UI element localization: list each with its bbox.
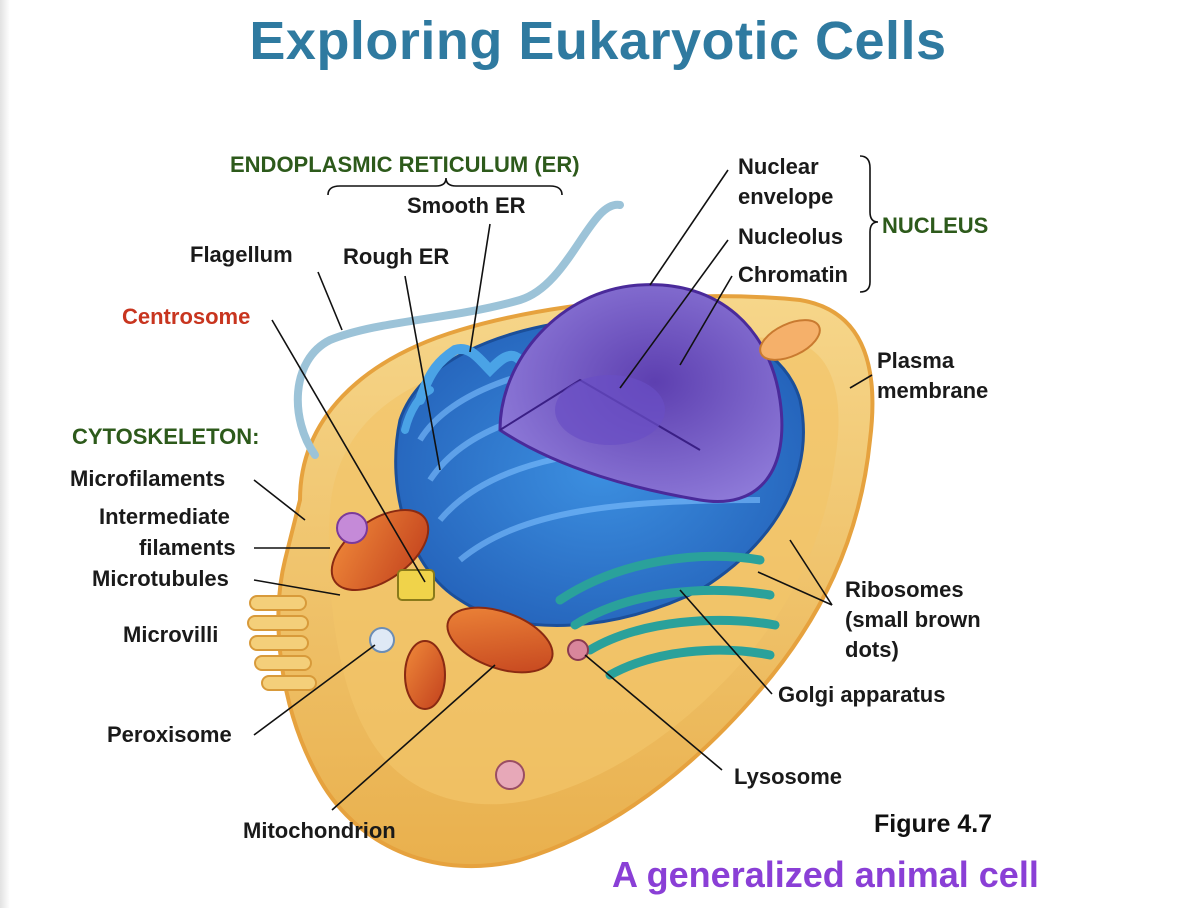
plasma-membrane-label-line1: Plasma (877, 348, 955, 373)
organelles (336, 319, 821, 790)
microvilli-label: Microvilli (123, 622, 218, 647)
mitochondrion-shape (330, 509, 554, 710)
flagellum-shape (293, 200, 624, 459)
intermediate-filaments-label-line2: filaments (139, 535, 236, 560)
flagellum-label: Flagellum (190, 242, 293, 267)
figure-caption: A generalized animal cell (612, 854, 1039, 895)
lysosome-label: Lysosome (734, 764, 842, 789)
nuclear-envelope-label-line1: Nuclear (738, 154, 819, 179)
intermediate-filaments-label-line1: Intermediate (99, 504, 230, 529)
lysosome-shape (567, 639, 589, 661)
plasma-membrane-label-line2: membrane (877, 378, 988, 403)
vesicle-shape-3 (759, 319, 821, 361)
microfilaments-label: Microfilaments (70, 466, 225, 491)
er-group-label: ENDOPLASMIC RETICULUM (ER) (230, 152, 580, 177)
ribosomes-label-line1: Ribosomes (845, 577, 964, 602)
microtubules-label: Microtubules (92, 566, 229, 591)
microvilli-shape (247, 595, 317, 691)
page-title: Exploring Eukaryotic Cells (249, 11, 947, 71)
smooth-er-label: Smooth ER (407, 193, 526, 218)
page-edge-shadow (0, 0, 10, 908)
nuclear-envelope-label-line2: envelope (738, 184, 833, 209)
nucleolus-label: Nucleolus (738, 224, 843, 249)
centrosome-shape (397, 569, 435, 601)
leader-lines (253, 169, 873, 811)
nucleus-bracket (859, 155, 879, 293)
er-bracket (327, 177, 563, 196)
ribosomes-label-line3: dots) (845, 637, 899, 662)
chromatin-label: Chromatin (738, 262, 848, 287)
rough-er-label: Rough ER (343, 244, 449, 269)
nucleus-shape (498, 283, 784, 503)
vesicle-shape-2 (495, 760, 525, 790)
centrosome-label: Centrosome (122, 304, 250, 329)
peroxisome-label: Peroxisome (107, 722, 232, 747)
peroxisome-shape (369, 627, 395, 653)
figure-number: Figure 4.7 (874, 810, 993, 838)
golgi-apparatus-label: Golgi apparatus (778, 682, 945, 707)
golgi-shape (555, 551, 780, 680)
nucleus-group-label: NUCLEUS (882, 213, 988, 238)
ribosomes-label-line2: (small brown (845, 607, 981, 632)
cytoskeleton-label: CYTOSKELETON: (72, 424, 259, 449)
mitochondrion-label: Mitochondrion (243, 818, 396, 843)
vesicle-shape (336, 512, 368, 544)
